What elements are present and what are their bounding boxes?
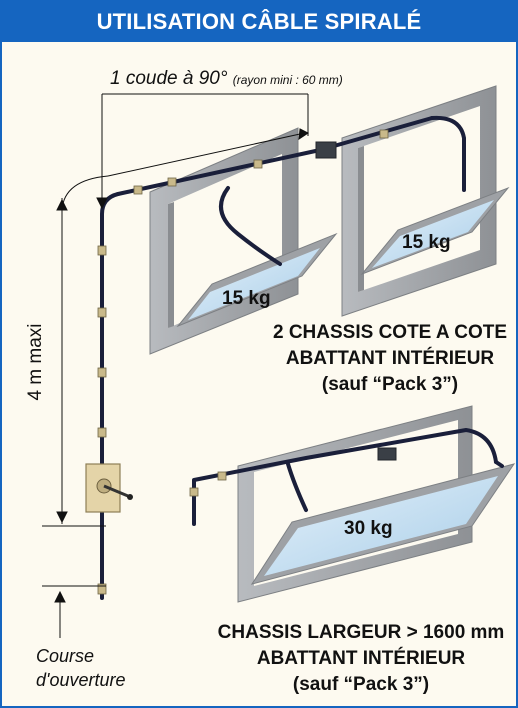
config2-line1: CHASSIS LARGEUR > 1600 mm [217, 622, 505, 643]
config1-line3: (sauf “Pack 3”) [321, 374, 459, 395]
elbow-dimension [96, 93, 309, 210]
config1-line1: 2 CHASSIS COTE A COTE [272, 322, 507, 343]
weight-left-window: 15 kg [222, 288, 271, 309]
stroke-label-line2: d'ouverture [36, 670, 126, 690]
junction-box-top [315, 141, 337, 159]
stroke-dimension [42, 525, 106, 638]
config1-line2: ABATTANT INTÉRIEUR [285, 348, 495, 369]
weight-wide-window: 30 kg [344, 518, 393, 539]
config2-line2: ABATTANT INTÉRIEUR [256, 648, 466, 669]
window-right [341, 85, 510, 317]
height-dimension [56, 128, 309, 524]
elbow-label: 1 coude à 90° (rayon mini : 60 mm) [110, 68, 343, 90]
height-label: 4 m maxi [25, 323, 46, 401]
stroke-label-line1: Course [36, 646, 95, 666]
page-title: UTILISATION CÂBLE SPIRALÉ [2, 2, 516, 42]
elbow-label-main: 1 coude à 90° [110, 68, 228, 89]
window-wide [237, 405, 516, 603]
control-box [85, 463, 133, 513]
cable-clips [97, 129, 389, 595]
weight-right-window: 15 kg [402, 232, 451, 253]
config2-line3: (sauf “Pack 3”) [292, 674, 430, 695]
elbow-label-detail: (rayon mini : 60 mm) [232, 73, 343, 87]
junction-box-bottom [377, 447, 397, 461]
window-left [149, 127, 338, 355]
